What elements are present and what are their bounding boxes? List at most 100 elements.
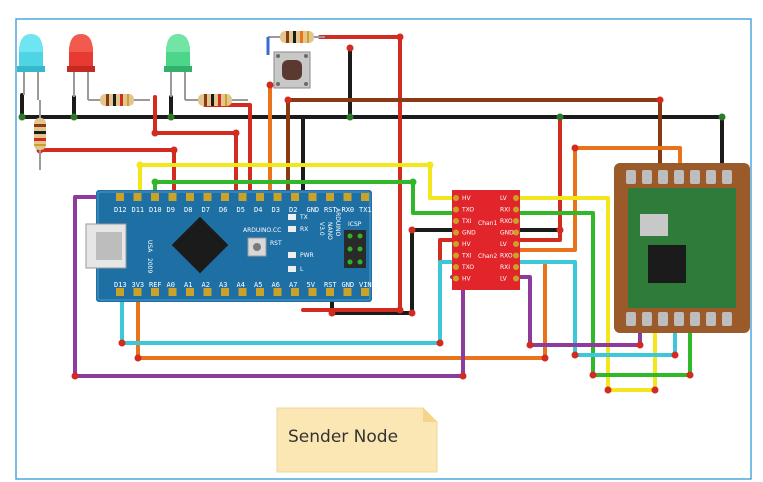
shifter-pin-label: LV — [500, 276, 508, 283]
nano-pin-label: D3 — [272, 206, 280, 214]
nano-pin — [361, 193, 369, 201]
nano-pin — [308, 193, 317, 201]
nano-pin-label: D11 — [132, 206, 145, 214]
led-red — [67, 34, 95, 100]
nano-l-label: L — [300, 266, 304, 273]
nano-pin-label: A2 — [202, 281, 210, 289]
nano-pin-label: RX0 — [342, 206, 355, 214]
shifter-pin-label: LV — [500, 241, 508, 248]
nano-pin-label: D4 — [254, 206, 262, 214]
nano-pin — [308, 288, 317, 296]
note-sender-node: Sender Node — [276, 407, 438, 473]
shifter-pin — [453, 252, 459, 259]
nano-pin — [291, 193, 299, 201]
nano-pin — [273, 288, 282, 296]
shifter-pin — [453, 264, 459, 270]
nano-pin-label: VIN — [359, 281, 372, 289]
led-blue — [17, 34, 45, 100]
nano-rst-label: RST — [270, 240, 282, 247]
nano-pin — [256, 193, 264, 201]
nano-pin — [238, 288, 247, 296]
nano-pin — [186, 193, 194, 201]
note-label: Sender Node — [288, 427, 398, 447]
nano-pin — [221, 288, 229, 296]
shifter-pin — [453, 195, 459, 201]
shifter-pin — [513, 218, 519, 224]
shifter-pin — [513, 241, 519, 247]
nano-pin-label: D5 — [237, 206, 245, 214]
shifter-pin — [513, 252, 519, 259]
shifter-pin-label: TXO — [461, 207, 474, 214]
resistor-led-green — [185, 94, 248, 106]
nano-pin-label: D13 — [114, 281, 127, 289]
nano-pin — [256, 288, 264, 296]
nano-model-line2: NANO — [326, 222, 333, 240]
shifter-pin-label: TXI — [461, 253, 472, 260]
nano-pin — [343, 193, 352, 201]
shifter-chan1-label: Chan1 — [478, 220, 497, 227]
nano-pin — [151, 193, 159, 201]
resistor-button — [266, 31, 325, 55]
nano-pin — [273, 193, 282, 201]
nano-pin-label: A3 — [219, 281, 227, 289]
nano-pin — [291, 288, 299, 296]
nano-pin — [361, 288, 369, 296]
nano-pin-label: A6 — [272, 281, 280, 289]
nano-pin — [343, 288, 352, 296]
shifter-pin — [513, 195, 519, 201]
nano-pin-label: 5V — [307, 281, 316, 289]
shifter-pin — [453, 206, 459, 213]
nano-pin — [326, 288, 334, 296]
nano-pin — [116, 288, 124, 296]
nano-pin — [186, 288, 194, 296]
shifter-pin-label: GND — [500, 230, 514, 237]
shifter-pin — [453, 218, 459, 224]
shifter-pin — [513, 264, 519, 270]
wire-junctions — [18, 33, 726, 394]
nano-pin-label: D7 — [202, 206, 210, 214]
resistor-led-red — [88, 94, 150, 106]
nano-year-label: 2009 — [146, 258, 153, 273]
shifter-pin — [453, 241, 459, 247]
nano-pin — [151, 288, 159, 296]
nano-pin-label: GND — [342, 281, 355, 289]
nano-pwr-label: PWR — [300, 252, 314, 259]
nano-pin-label: A5 — [254, 281, 262, 289]
nano-pin — [221, 193, 229, 201]
shifter-pin — [513, 229, 519, 236]
shifter-chan2-label: Chan2 — [478, 253, 497, 260]
shifter-pin — [513, 206, 519, 213]
shifter-pin-label: GND — [462, 230, 476, 237]
nano-pin-label: A4 — [237, 281, 245, 289]
nano-pin-label: A0 — [167, 281, 175, 289]
shifter-pin-label: RXO — [500, 253, 513, 260]
shifter-pin — [453, 275, 459, 282]
nano-pin-label: D9 — [167, 206, 175, 214]
nano-pin-label: GND — [307, 206, 320, 214]
frame-border — [15, 18, 752, 480]
nano-rx-label: RX — [300, 226, 308, 233]
nano-pin — [133, 288, 142, 296]
nano-pin — [326, 193, 334, 201]
nano-pin-label: RST — [324, 281, 337, 289]
nano-pin — [168, 288, 177, 296]
nano-brand-label: ARDUINO.CC — [243, 227, 281, 234]
nano-model-line1: ARDUINO — [334, 208, 341, 237]
led-green — [164, 34, 192, 100]
nano-icsp-label: ICSP — [348, 221, 362, 228]
nano-pin — [133, 193, 142, 201]
wire-red-lv-3v3 — [518, 115, 562, 242]
nano-pin-label: A1 — [184, 281, 192, 289]
shifter-pin-label: RXI — [500, 264, 510, 271]
shifter-pin-label: RXI — [500, 207, 510, 214]
nano-pin-label: D12 — [114, 206, 127, 214]
nano-pin-label: A7 — [289, 281, 297, 289]
nano-pin-label: TX1 — [359, 206, 372, 214]
nano-pin — [203, 193, 212, 201]
nano-pin-label: D6 — [219, 206, 227, 214]
shifter-pin-label: HV — [462, 195, 472, 202]
nano-usa-label: USA — [146, 240, 153, 253]
nano-pin-label: D8 — [184, 206, 192, 214]
